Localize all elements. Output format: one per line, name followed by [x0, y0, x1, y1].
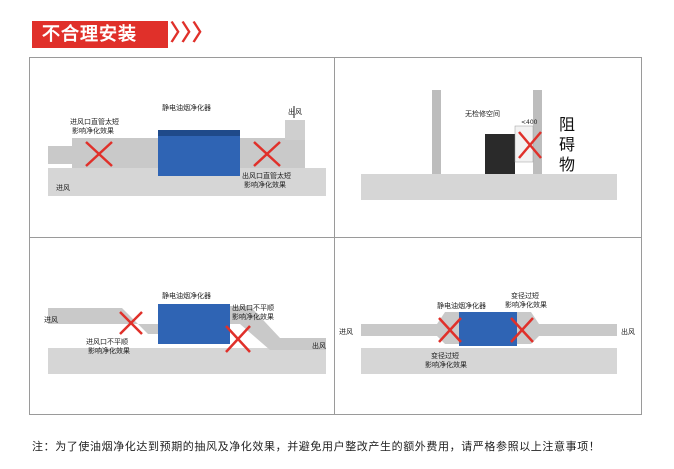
inlet-note-line2: 影响净化效果 [72, 126, 114, 135]
cross-icon [85, 141, 113, 167]
header-title: 不合理安装 [32, 21, 168, 48]
cross-icon [510, 317, 534, 343]
outlet-note-line2: 影响净化效果 [232, 312, 274, 321]
top-note-line1: 变径过短 [511, 291, 539, 300]
diagram-grid [29, 57, 642, 415]
purifier-device [485, 134, 515, 174]
footer-note: 注：为了使油烟净化达到预期的抽风及净化效果，并避免用户整改产生的额外费用，请严格… [32, 440, 601, 453]
outlet-note-line1: 出风口直管太短 [242, 171, 291, 180]
floor [361, 348, 617, 374]
device-label: 静电油烟净化器 [162, 291, 211, 300]
device-label: 静电油烟净化器 [437, 301, 486, 310]
outlet-label: 出风 [288, 107, 302, 116]
chevron-icon: 〉〉〉 [170, 21, 215, 46]
obstacle-label-3: 物 [559, 155, 575, 174]
panel-short-straight-duct: 静电油烟净化器 进风口直管太短 影响净化效果 出风口直管太短 影响净化效果 进风… [48, 103, 326, 196]
inlet-label: 进风 [44, 316, 58, 324]
pillar-left [432, 90, 441, 174]
pillar-right [533, 90, 542, 174]
outlet-note-line1: 出风口不平顺 [232, 303, 274, 312]
outlet-label: 出风 [312, 341, 326, 350]
floor [361, 174, 617, 200]
bottom-note-line2: 影响净化效果 [425, 360, 467, 369]
purifier-top [158, 130, 240, 136]
outlet-elbow [285, 120, 305, 140]
inlet-duct [48, 138, 158, 168]
cross-icon [119, 311, 143, 335]
outlet-duct [517, 312, 617, 344]
device-label: 静电油烟净化器 [162, 103, 211, 112]
panel-uneven-duct: 静电油烟净化器 进风 出风 进风口不平顺 影响净化效果 出风口不平顺 影响净化效… [44, 291, 326, 374]
obstacle-label-2: 碍 [559, 135, 575, 154]
purifier-device [158, 130, 240, 176]
obstacle-label-1: 阻 [559, 115, 575, 134]
panel-short-reducer: 静电油烟净化器 进风 出风 变径过短 影响净化效果 变径过短 影响净化效果 [339, 291, 635, 374]
floor [48, 348, 326, 374]
outlet-note-line2: 影响净化效果 [244, 180, 286, 189]
obstacle [514, 125, 534, 163]
inlet-note-line1: 进风口不平顺 [86, 338, 128, 346]
cross-icon [225, 325, 251, 353]
dimension-label: <400 [521, 119, 538, 126]
outlet-label: 出风 [621, 327, 635, 336]
inlet-duct [48, 308, 158, 334]
inlet-note-line1: 进风口直管太短 [70, 117, 119, 126]
outlet-duct [230, 306, 326, 350]
inlet-label: 进风 [339, 328, 353, 336]
inlet-note-line2: 影响净化效果 [88, 346, 130, 355]
top-note-line2: 影响净化效果 [505, 300, 547, 309]
grid-divider-horizontal [29, 237, 642, 238]
panel-no-maintenance-space: 无检修空间 <400 阻 碍 物 [361, 90, 617, 200]
inlet-label: 进风 [56, 184, 70, 192]
cross-icon [438, 317, 462, 343]
grid-divider-vertical [334, 57, 335, 415]
cross-icon [518, 131, 542, 159]
space-label: 无检修空间 [465, 109, 500, 118]
cross-icon [253, 141, 281, 167]
bottom-note-line1: 变径过短 [431, 351, 459, 360]
purifier-device [459, 312, 517, 346]
purifier-device [158, 304, 230, 344]
inlet-duct [361, 312, 459, 344]
